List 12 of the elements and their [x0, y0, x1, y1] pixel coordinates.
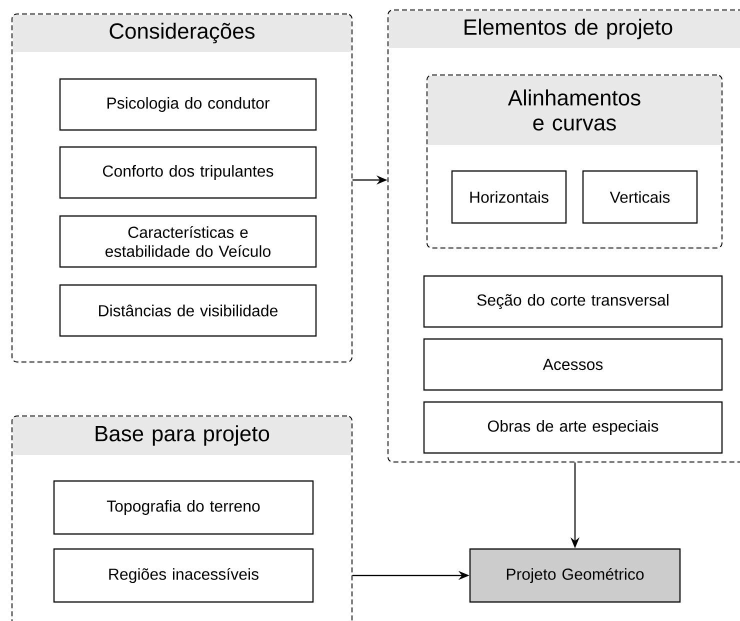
process-box: Características e estabilidade do Veículo [59, 215, 317, 268]
process-box: Regiões inacessíveis [53, 548, 314, 603]
process-box: Topografia do terreno [53, 480, 314, 535]
process-box: Acessos [423, 338, 723, 391]
result-box: Projeto Geométrico [469, 548, 681, 603]
process-box: Obras de arte especiais [423, 401, 723, 454]
process-box: Horizontais [451, 170, 567, 224]
process-box: Psicologia do condutor [59, 78, 317, 131]
process-box: Verticais [582, 170, 698, 224]
process-box: Seção do corte transversal [423, 275, 723, 328]
process-box: Distâncias de visibilidade [59, 284, 317, 337]
process-box: Conforto dos tripulantes [59, 146, 317, 199]
